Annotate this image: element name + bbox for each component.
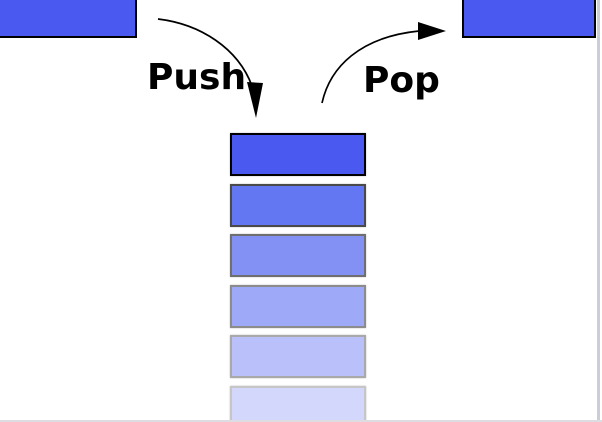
stack-item <box>230 234 366 278</box>
stack-item <box>230 183 366 227</box>
push-label: Push <box>147 57 247 98</box>
stack-container <box>230 133 366 422</box>
stack-item <box>230 133 366 176</box>
stack-item <box>230 335 366 379</box>
incoming-item-block <box>0 0 137 38</box>
window-edge-bottom <box>0 420 602 422</box>
pop-label: Pop <box>363 60 440 101</box>
stack-item <box>230 284 366 328</box>
window-edge-right <box>597 0 600 422</box>
popped-item-block <box>462 0 596 38</box>
stack-item <box>230 385 366 422</box>
